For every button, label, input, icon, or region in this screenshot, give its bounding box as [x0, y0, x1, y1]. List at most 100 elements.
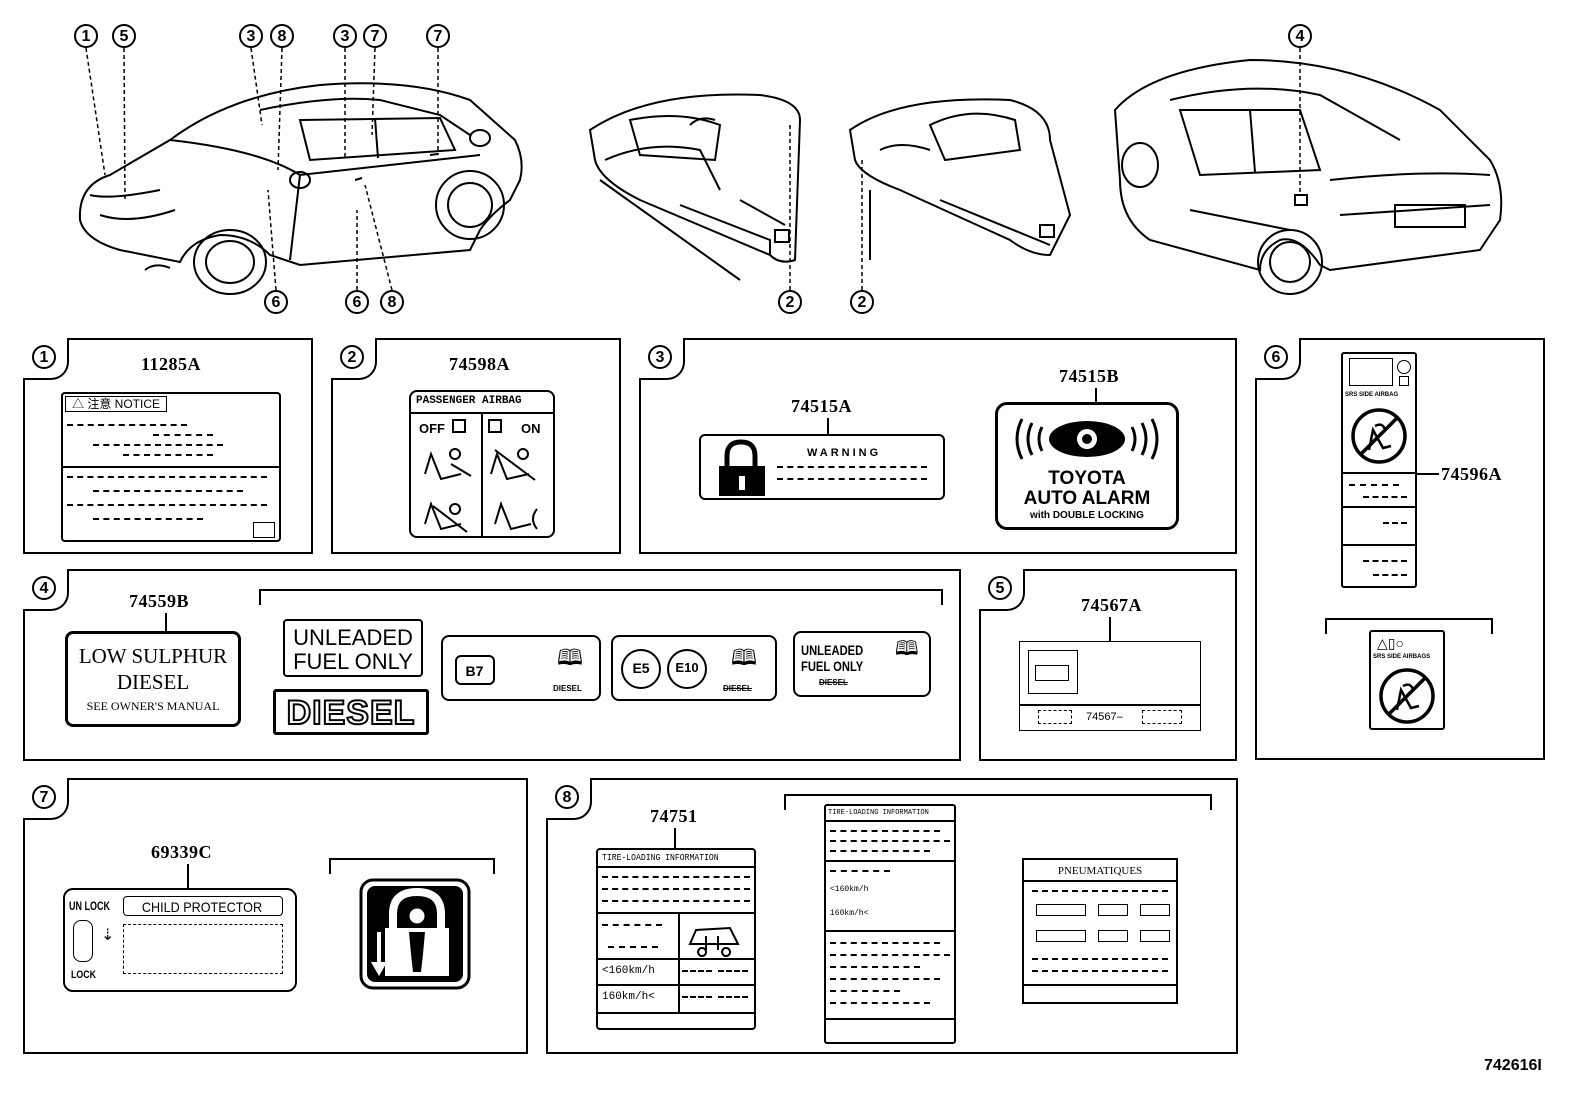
- e5-badge: E5: [621, 649, 661, 689]
- speed-above-160-2: 160km/h<: [830, 909, 869, 918]
- leader-74515b: [1095, 388, 1097, 402]
- pneumatiques-label: PNEUMATIQUES: [1022, 858, 1178, 1004]
- part-number-74559b: 74559B: [129, 591, 190, 611]
- panel-4-tab: 4: [23, 569, 69, 611]
- panel-6: 6 SRS SIDE AIRBAG 74596A △▯○ SRS SIDE AI…: [1255, 338, 1545, 760]
- panel-8-number: 8: [555, 785, 579, 809]
- no-child-seat-icon-2: [1379, 668, 1435, 724]
- alarm-waves-icon: [1015, 418, 1159, 460]
- callout-3b: 3: [333, 24, 357, 48]
- part-number-74567a: 74567A: [1081, 595, 1142, 615]
- passenger-airbag-title: PASSENGER AIRBAG: [416, 395, 522, 407]
- callout-7b: 7: [426, 24, 450, 48]
- unleaded-diesel-text: DIESEL: [819, 678, 848, 687]
- toyota-auto-alarm-label: TOYOTA AUTO ALARM with DOUBLE LOCKING: [995, 402, 1179, 530]
- panel-3-tab: 3: [639, 338, 685, 380]
- lock-text: LOCK: [71, 969, 96, 981]
- panel-4-number: 4: [32, 576, 56, 600]
- panel-2-number: 2: [340, 345, 364, 369]
- variant-bracket-4: [259, 589, 943, 605]
- tire-loading-label-2: TIRE-LOADING INFORMATION <160km/h 160km/…: [824, 804, 956, 1044]
- panel-7: 7 69339C UN LOCK CHILD PROTECTOR ⇣ LOCK: [23, 778, 528, 1054]
- low-sulphur-diesel-label: LOW SULPHUR DIESEL SEE OWNER'S MANUAL: [65, 631, 241, 727]
- variant-bracket-7: [329, 858, 495, 874]
- panel-1-number: 1: [32, 345, 56, 369]
- panel-3: 3 74515A WARNING 74515B TOYOTA AUTO ALAR…: [639, 338, 1237, 554]
- diesel-text-serif: DIESEL: [116, 670, 190, 694]
- callout-4: 4: [1288, 24, 1312, 48]
- diesel-big-text: DIESEL: [286, 694, 416, 732]
- diesel-label-big: DIESEL: [273, 689, 429, 735]
- e10-badge: E10: [667, 649, 707, 689]
- panel-4: 4 74559B LOW SULPHUR DIESEL SEE OWNER'S …: [23, 569, 961, 761]
- srs-text-1: SRS SIDE AIRBAG: [1345, 392, 1399, 398]
- double-locking-text: with DOUBLE LOCKING: [1030, 510, 1144, 521]
- see-manual-text: SEE OWNER'S MANUAL: [86, 699, 220, 713]
- child-protector-text: CHILD PROTECTOR: [141, 899, 263, 915]
- callout-6b: 6: [345, 290, 369, 314]
- child-protector-label: UN LOCK CHILD PROTECTOR ⇣ LOCK: [63, 888, 297, 992]
- callout-7: 7: [363, 24, 387, 48]
- e5-e10-label: E5 E10 🕮 DIESEL: [611, 635, 777, 701]
- tire-loading-title-2: TIRE-LOADING INFORMATION: [828, 809, 929, 817]
- srs-text-2: SRS SIDE AIRBAGS: [1373, 654, 1431, 660]
- variant-bracket-6: [1325, 618, 1493, 634]
- panel-8: 8 74751 TIRE-LOADING INFORMATION <160km/…: [546, 778, 1238, 1054]
- tire-loading-title-1: TIRE-LOADING INFORMATION: [602, 853, 719, 863]
- b7-text: B7: [465, 663, 484, 679]
- panel-5: 5 74567A 74567–: [979, 569, 1237, 761]
- leader-74596a: [1417, 473, 1439, 475]
- e-diesel-text: DIESEL: [723, 684, 752, 693]
- panel-2: 2 74598A PASSENGER AIRBAG OFF ON: [331, 338, 621, 554]
- airbag-on-text: ON: [521, 421, 541, 436]
- fuel-only-small-text: FUEL ONLY: [801, 658, 864, 674]
- tire-loading-label-1: TIRE-LOADING INFORMATION <160km/h 160km/…: [596, 848, 756, 1030]
- unleaded-text: UNLEADED: [293, 625, 413, 650]
- toyota-text: TOYOTA: [1048, 468, 1126, 489]
- book-icon-3: 🕮: [895, 638, 919, 660]
- unlock-text: UN LOCK: [69, 899, 111, 913]
- part-number-11285a: 11285A: [141, 354, 202, 374]
- no-child-seat-icon-1: [1351, 408, 1407, 464]
- variant-bracket-8: [784, 794, 1212, 810]
- warning-text: WARNING: [807, 447, 882, 459]
- part-number-74515b: 74515B: [1059, 366, 1120, 386]
- part-number-74596a: 74596A: [1441, 464, 1502, 484]
- speed-above-160-1: 160km/h<: [602, 991, 655, 1003]
- warning-lock-label: WARNING: [699, 434, 945, 500]
- speed-below-160-1: <160km/h: [602, 965, 655, 977]
- leader-74515a: [827, 418, 829, 434]
- airbag-seat-icons: [424, 419, 538, 533]
- srs-icons-row: △▯○: [1377, 635, 1404, 651]
- part-number-69339c: 69339C: [151, 842, 212, 862]
- airbag-off-text: OFF: [419, 421, 445, 436]
- callout-3: 3: [239, 24, 263, 48]
- pneumatiques-text: PNEUMATIQUES: [1057, 865, 1143, 877]
- code-74567: 74567–: [1086, 711, 1123, 723]
- panel-6-number: 6: [1264, 345, 1288, 369]
- panel-1-tab: 1: [23, 338, 69, 380]
- unleaded-small-text: UNLEADED: [801, 642, 864, 658]
- panel-3-number: 3: [648, 345, 672, 369]
- callout-8b: 8: [380, 290, 404, 314]
- panel-5-number: 5: [988, 576, 1012, 600]
- b7-badge: B7: [455, 655, 495, 685]
- auto-alarm-text: AUTO ALARM: [1023, 488, 1151, 509]
- panel-5-tab: 5: [979, 569, 1025, 611]
- part-number-74751: 74751: [650, 806, 698, 826]
- book-icon-2: 🕮: [731, 645, 757, 670]
- panel-8-tab: 8: [546, 778, 592, 820]
- low-sulphur-text: LOW SULPHUR: [78, 644, 228, 668]
- srs-side-airbag-label-small: △▯○ SRS SIDE AIRBAGS: [1369, 630, 1445, 730]
- part-number-74598a: 74598A: [449, 354, 510, 374]
- callout-8: 8: [270, 24, 294, 48]
- child-protector-title-box: CHILD PROTECTOR: [123, 896, 283, 916]
- panel-7-number: 7: [32, 785, 56, 809]
- srs-side-airbag-label-tall: SRS SIDE AIRBAG: [1341, 352, 1417, 588]
- callout-2-left: 2: [778, 290, 802, 314]
- unleaded-fuel-only-label: UNLEADED FUEL ONLY: [283, 619, 423, 677]
- child-lock-icon: [359, 878, 471, 990]
- callout-6: 6: [264, 290, 288, 314]
- speed-below-160-2: <160km/h: [830, 885, 869, 894]
- callout-5: 5: [112, 24, 136, 48]
